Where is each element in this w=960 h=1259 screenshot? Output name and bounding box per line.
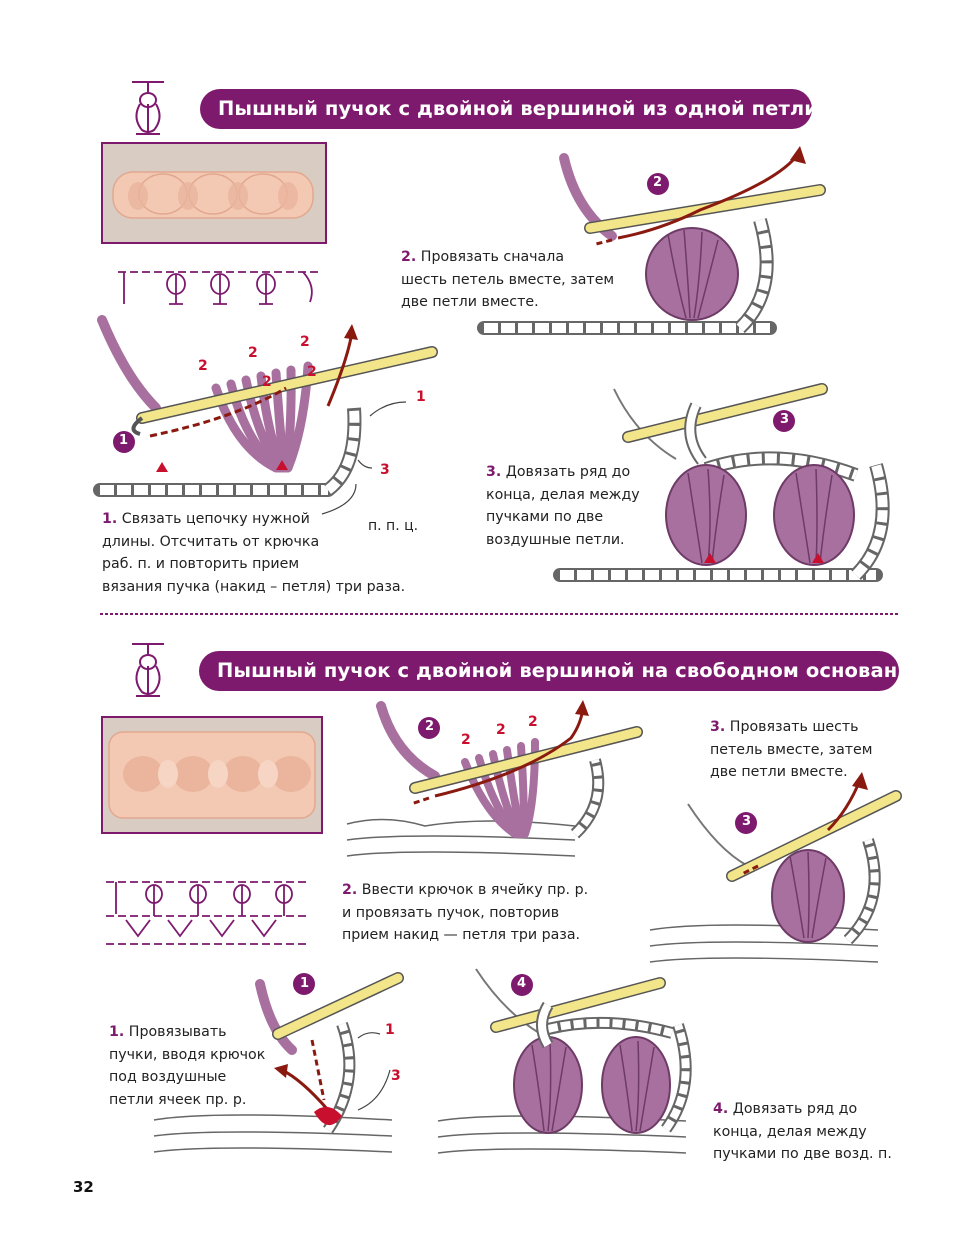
step-number: 2. xyxy=(401,249,417,265)
section1-red-two-b: 2 xyxy=(248,345,258,361)
caption-line: конца, делая между xyxy=(713,1123,867,1140)
caption-line: Провязать шесть xyxy=(729,719,859,735)
section2-photo xyxy=(101,716,323,834)
page-number: 32 xyxy=(73,1178,94,1196)
caption-line: и провязать пучок, повторив xyxy=(342,904,560,921)
section2-step4-caption: 4. Довязать ряд до конца, делая между пу… xyxy=(713,1098,913,1166)
section2-step1-caption: 1. Провязывать пучки, вводя крючок под в… xyxy=(109,1021,279,1111)
section2-title-banner: Пышный пучок с двойной вершиной на свобо… xyxy=(199,651,925,691)
section1-step3-marker-three-text: 3 xyxy=(780,412,790,427)
section1-red-two-a: 2 xyxy=(198,358,208,374)
section1-ppc-label: п. п. ц. xyxy=(368,518,419,534)
step-number: 4. xyxy=(713,1101,729,1117)
caption-line: Довязать ряд до xyxy=(732,1101,858,1117)
section1-title-banner: Пышный пучок с двойной вершиной из одной… xyxy=(200,89,818,129)
caption-line: длины. Отсчитать от крючка xyxy=(102,533,320,550)
caption-line: Провязать сначала xyxy=(420,249,565,265)
section1-step1-caption: 1. Связать цепочку нужной длины. Отсчита… xyxy=(102,508,442,598)
section2-red-two-b: 2 xyxy=(496,722,506,738)
section1-red-two-d: 2 xyxy=(262,374,272,390)
caption-line: две петли вместе. xyxy=(710,764,848,780)
caption-line: Провязывать xyxy=(128,1024,227,1040)
section1-step2-illustration xyxy=(477,146,826,335)
section1-step2-caption: 2. Провязать сначала шесть петель вместе… xyxy=(401,246,641,314)
step-number: 3. xyxy=(486,464,502,480)
section1-step3-caption: 3. Довязать ряд до конца, делая между пу… xyxy=(486,461,686,551)
section1-step1-marker-one-text: 1 xyxy=(119,433,129,448)
pucker-symbol-icon xyxy=(132,643,164,697)
caption-line: пучками по две возд. п. xyxy=(713,1146,892,1162)
section2-step1-marker-one-text: 1 xyxy=(300,976,310,991)
section2-red-one: 1 xyxy=(385,1022,395,1038)
caption-line: пучки, вводя крючок xyxy=(109,1046,266,1063)
caption-line: под воздушные xyxy=(109,1069,227,1085)
section1-photo xyxy=(101,142,327,244)
pucker-symbol-icon xyxy=(132,81,164,135)
caption-line: пучками по две xyxy=(486,509,604,525)
section2-step3-illustration xyxy=(649,772,902,963)
section1-red-two-e: 2 xyxy=(307,364,317,380)
section1-red-one: 1 xyxy=(416,389,426,405)
step-number: 1. xyxy=(109,1024,125,1040)
section1-chart-symbols xyxy=(118,271,318,305)
caption-line: петли ячеек пр. р. xyxy=(109,1091,247,1108)
section2-step2-illustration xyxy=(346,700,643,857)
caption-line: вязания пучка (накид – петля) три раза. xyxy=(102,578,406,595)
section1-step1-illustration xyxy=(93,315,438,515)
caption-line: прием накид — петля три раза. xyxy=(342,927,581,943)
step-number: 2. xyxy=(342,882,358,898)
caption-line: конца, делая между xyxy=(486,486,640,503)
section1-step3-illustration xyxy=(553,383,890,582)
section2-chart-symbols xyxy=(106,881,306,945)
caption-line: Связать цепочку нужной xyxy=(121,511,310,527)
section2-step3-marker-three-text: 3 xyxy=(742,814,752,829)
caption-line: шесть петель вместе, затем xyxy=(401,271,615,288)
caption-line: раб. п. и повторить прием xyxy=(102,556,300,572)
section2-red-three: 3 xyxy=(391,1068,401,1084)
section1-red-three: 3 xyxy=(380,462,390,478)
section2-step4-illustration xyxy=(437,968,692,1154)
section-divider xyxy=(100,613,900,615)
section2-step2-caption: 2. Ввести крючок в ячейку пр. р. и провя… xyxy=(342,879,642,947)
step-number: 1. xyxy=(102,511,118,527)
section2-step2-marker-two-text: 2 xyxy=(425,719,435,734)
section2-red-two-a: 2 xyxy=(461,732,471,748)
caption-line: воздушные петли. xyxy=(486,531,625,548)
section2-red-two-c: 2 xyxy=(528,714,538,730)
section1-step2-marker-two-text: 2 xyxy=(653,175,663,190)
caption-line: две петли вместе. xyxy=(401,294,539,310)
section2-step3-caption: 3. Провязать шесть петель вместе, затем … xyxy=(710,716,910,784)
section2-step1-illustration xyxy=(153,972,404,1153)
caption-line: петель вместе, затем xyxy=(710,741,873,758)
section2-step4-marker-four-text: 4 xyxy=(517,976,527,991)
section1-red-two-c: 2 xyxy=(300,334,310,350)
caption-line: Ввести крючок в ячейку пр. р. xyxy=(361,882,589,898)
step-number: 3. xyxy=(710,719,726,735)
caption-line: Довязать ряд до xyxy=(505,464,631,480)
